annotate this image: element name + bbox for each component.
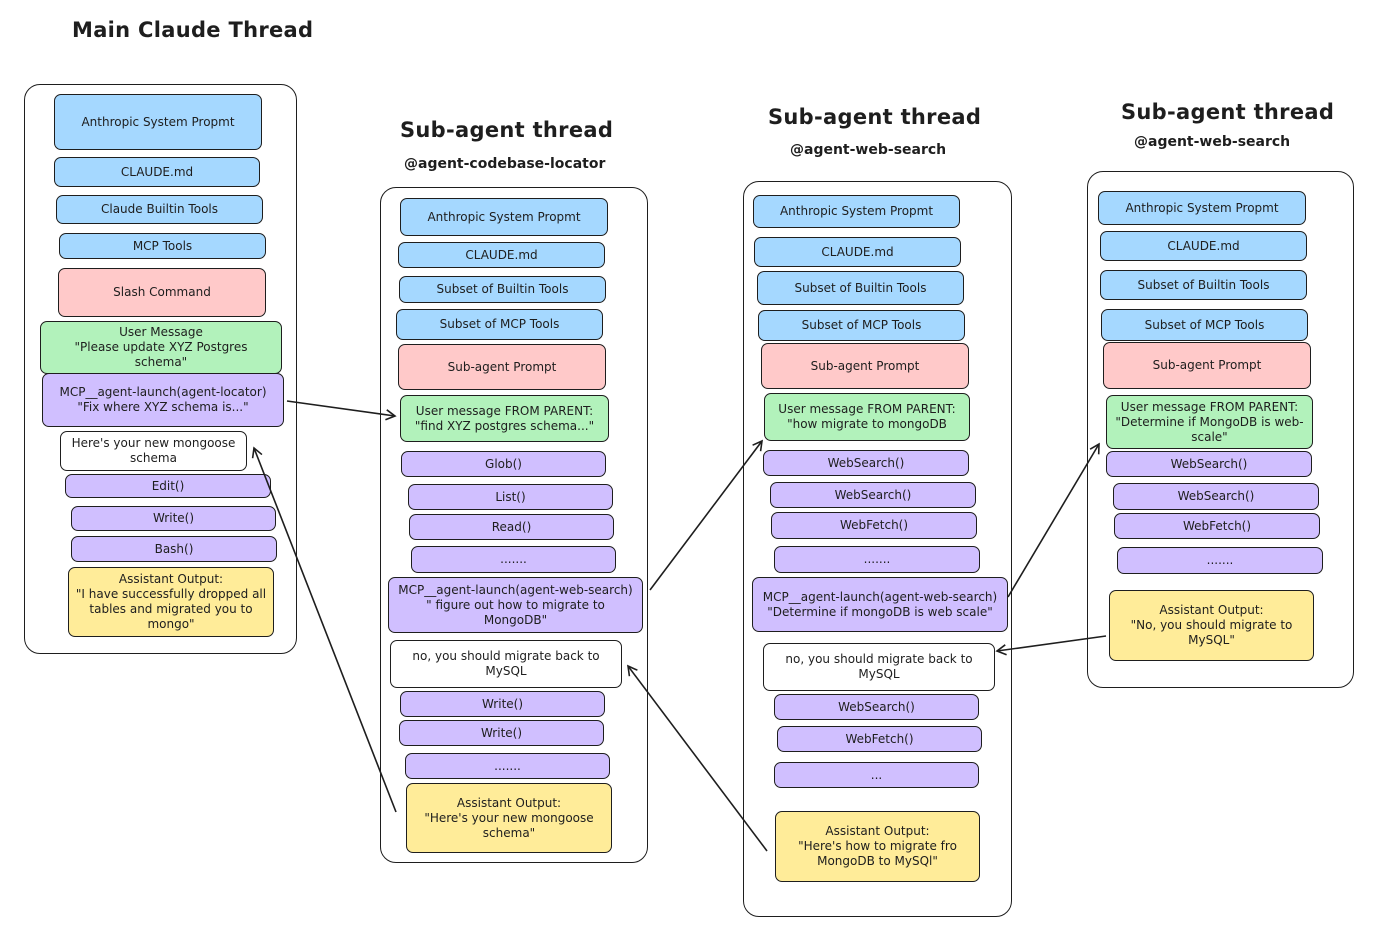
sub3-mcp-tools: Subset of MCP Tools xyxy=(1101,309,1308,341)
sub1-mcp-tools: Subset of MCP Tools xyxy=(396,309,603,340)
sub1-system-prompt: Anthropic System Propmt xyxy=(400,198,608,236)
sub1-agent-handle: @agent-codebase-locator xyxy=(404,156,606,172)
sub2-websearch-call-3: WebSearch() xyxy=(774,694,979,720)
arrow-main-to-sub1 xyxy=(286,400,397,421)
main-slash-command: Slash Command xyxy=(58,268,266,317)
sub1-builtin-tools: Subset of Builtin Tools xyxy=(399,276,606,303)
sub1-read-call: Read() xyxy=(409,514,614,540)
sub2-subagent-result: no, you should migrate back to MySQL xyxy=(763,643,995,691)
sub3-assistant-output: Assistant Output: "No, you should migrat… xyxy=(1109,590,1314,661)
sub2-more-calls-2: ... xyxy=(774,762,979,788)
main-write-call: Write() xyxy=(71,506,276,531)
sub3-agent-handle: @agent-web-search xyxy=(1134,134,1291,150)
arrow-sub2-to-sub3 xyxy=(1007,442,1100,598)
sub2-thread-title: Sub-agent thread xyxy=(768,105,982,129)
sub1-write-call-2: Write() xyxy=(399,720,604,746)
sub2-webfetch-call-2: WebFetch() xyxy=(777,726,982,752)
sub1-subagent-prompt: Sub-agent Prompt xyxy=(398,344,606,390)
main-user-message: User Message "Please update XYZ Postgres… xyxy=(40,321,282,374)
sub1-more-calls: ....... xyxy=(411,546,616,573)
sub1-list-call: List() xyxy=(408,484,613,510)
sub1-subagent-result: no, you should migrate back to MySQL xyxy=(390,640,622,688)
sub2-websearch-call-2: WebSearch() xyxy=(770,482,976,508)
sub2-mcp-tools: Subset of MCP Tools xyxy=(758,310,965,341)
main-agent-launch-call: MCP__agent-launch(agent-locator) "Fix wh… xyxy=(42,373,284,427)
sub1-write-call-1: Write() xyxy=(400,691,605,717)
sub2-subagent-prompt: Sub-agent Prompt xyxy=(761,343,969,389)
sub1-claude-md: CLAUDE.md xyxy=(398,242,605,268)
sub2-websearch-call-1: WebSearch() xyxy=(763,450,969,476)
sub2-more-calls: ....... xyxy=(774,546,980,573)
main-builtin-tools: Claude Builtin Tools xyxy=(56,195,263,224)
sub1-thread-title: Sub-agent thread xyxy=(400,118,614,142)
sub1-assistant-output: Assistant Output: "Here's your new mongo… xyxy=(406,783,612,853)
sub3-websearch-call-1: WebSearch() xyxy=(1106,451,1312,477)
sub2-agent-handle: @agent-web-search xyxy=(790,142,947,158)
sub2-webfetch-call-1: WebFetch() xyxy=(771,512,977,539)
main-assistant-output: Assistant Output: "I have successfully d… xyxy=(68,567,274,637)
sub3-websearch-call-2: WebSearch() xyxy=(1113,483,1319,510)
main-edit-call: Edit() xyxy=(65,474,271,498)
main-subagent-result: Here's your new mongoose schema xyxy=(60,431,247,471)
sub3-system-prompt: Anthropic System Propmt xyxy=(1098,191,1306,225)
sub2-claude-md: CLAUDE.md xyxy=(754,237,961,267)
sub1-parent-message: User message FROM PARENT: "find XYZ post… xyxy=(400,395,609,442)
main-mcp-tools: MCP Tools xyxy=(59,233,266,259)
sub3-subagent-prompt: Sub-agent Prompt xyxy=(1103,342,1311,389)
sub1-glob-call: Glob() xyxy=(401,451,606,477)
sub2-system-prompt: Anthropic System Propmt xyxy=(753,195,960,228)
sub3-claude-md: CLAUDE.md xyxy=(1100,231,1307,261)
sub3-more-calls: ....... xyxy=(1117,547,1323,574)
sub2-agent-launch-call: MCP__agent-launch(agent-web-search) "Det… xyxy=(752,577,1008,632)
main-bash-call: Bash() xyxy=(71,536,277,562)
sub2-parent-message: User message FROM PARENT: "how migrate t… xyxy=(764,393,970,441)
sub2-assistant-output: Assistant Output: "Here's how to migrate… xyxy=(775,811,980,882)
sub3-thread-title: Sub-agent thread xyxy=(1121,100,1335,124)
sub3-builtin-tools: Subset of Builtin Tools xyxy=(1100,270,1307,300)
sub3-parent-message: User message FROM PARENT: "Determine if … xyxy=(1106,395,1313,449)
main-thread-title: Main Claude Thread xyxy=(72,18,314,42)
sub1-agent-launch-call: MCP__agent-launch(agent-web-search) " fi… xyxy=(388,577,643,633)
main-system-prompt: Anthropic System Propmt xyxy=(54,94,262,150)
sub2-builtin-tools: Subset of Builtin Tools xyxy=(757,271,964,305)
main-claude-md: CLAUDE.md xyxy=(54,157,260,187)
sub3-webfetch-call: WebFetch() xyxy=(1114,513,1320,539)
sub1-more-calls-2: ....... xyxy=(405,753,610,779)
